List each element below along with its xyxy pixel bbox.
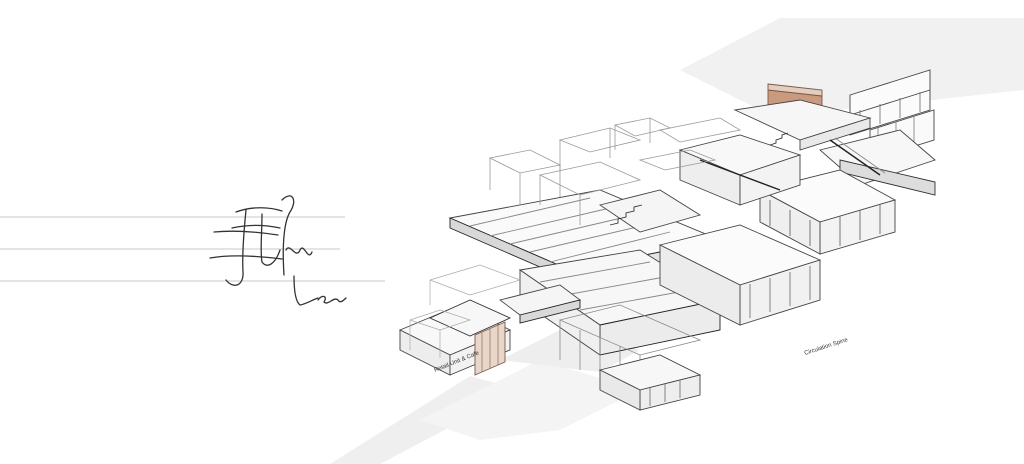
ground-plane	[330, 18, 1024, 464]
guide-lines	[0, 216, 385, 282]
signature-mark	[209, 195, 347, 306]
annotation-right: Circulation Spine	[804, 337, 850, 357]
axonometric-building	[398, 69, 936, 411]
annotation-right-text: Circulation Spine	[804, 337, 850, 357]
